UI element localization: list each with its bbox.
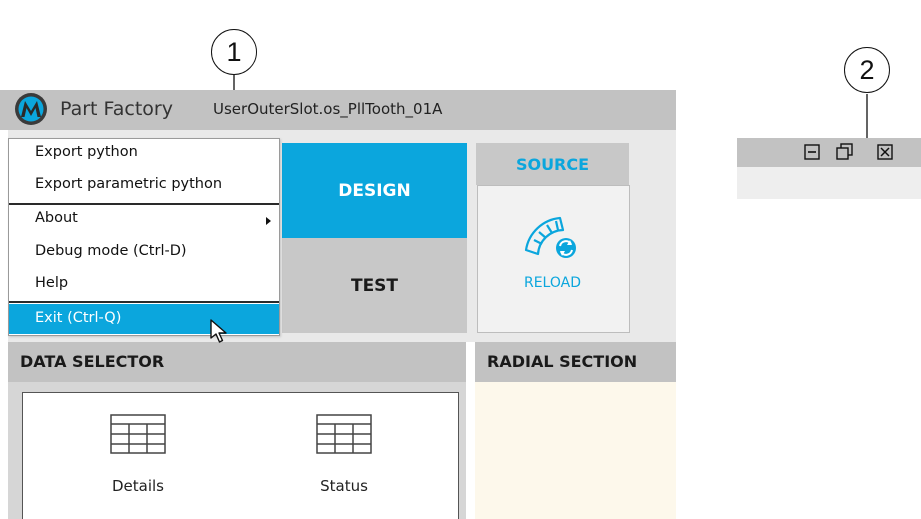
tab-test[interactable]: TEST <box>282 238 467 333</box>
reload-label: RELOAD <box>523 275 581 291</box>
menu-item-debug-mode[interactable]: Debug mode (Ctrl-D) <box>35 243 187 259</box>
motor-m-logo-icon[interactable] <box>14 92 48 126</box>
callout-1: 1 <box>211 29 257 75</box>
menu-item-export-parametric-python[interactable]: Export parametric python <box>35 176 223 192</box>
app-menu: Export python Export parametric python A… <box>8 138 280 336</box>
slot-reload-icon <box>524 216 576 258</box>
app-name: Part Factory <box>60 98 173 120</box>
menu-item-help[interactable]: Help <box>35 275 69 291</box>
menu-item-export-python[interactable]: Export python <box>35 144 138 160</box>
reload-button[interactable] <box>477 185 630 333</box>
restore-icon[interactable] <box>836 143 854 161</box>
data-selector-header: DATA SELECTOR <box>8 342 466 382</box>
details-label[interactable]: Details <box>111 477 164 495</box>
source-header: SOURCE <box>476 143 629 185</box>
minimize-icon[interactable] <box>804 144 820 160</box>
close-icon[interactable] <box>877 144 893 160</box>
menu-item-about[interactable]: About <box>9 206 279 233</box>
window-area-below <box>737 167 921 199</box>
submenu-arrow-icon <box>266 217 271 225</box>
table-icon[interactable] <box>110 414 166 454</box>
tab-design[interactable]: DESIGN <box>282 143 467 238</box>
mouse-cursor-icon <box>210 319 227 343</box>
file-name: UserOuterSlot.os_PllTooth_01A <box>213 100 443 118</box>
radial-section-header: RADIAL SECTION <box>475 342 676 382</box>
app-title-bar <box>0 90 676 130</box>
menu-item-exit[interactable]: Exit (Ctrl-Q) <box>9 304 279 334</box>
menu-separator <box>9 203 279 205</box>
radial-section-view[interactable] <box>475 382 676 519</box>
data-selector-box <box>22 392 459 519</box>
menu-item-about-label: About <box>35 210 78 226</box>
table-icon[interactable] <box>316 414 372 454</box>
menu-separator <box>9 301 279 303</box>
window-controls-bar <box>737 138 921 167</box>
status-label[interactable]: Status <box>320 477 368 495</box>
callout-2: 2 <box>844 47 890 93</box>
